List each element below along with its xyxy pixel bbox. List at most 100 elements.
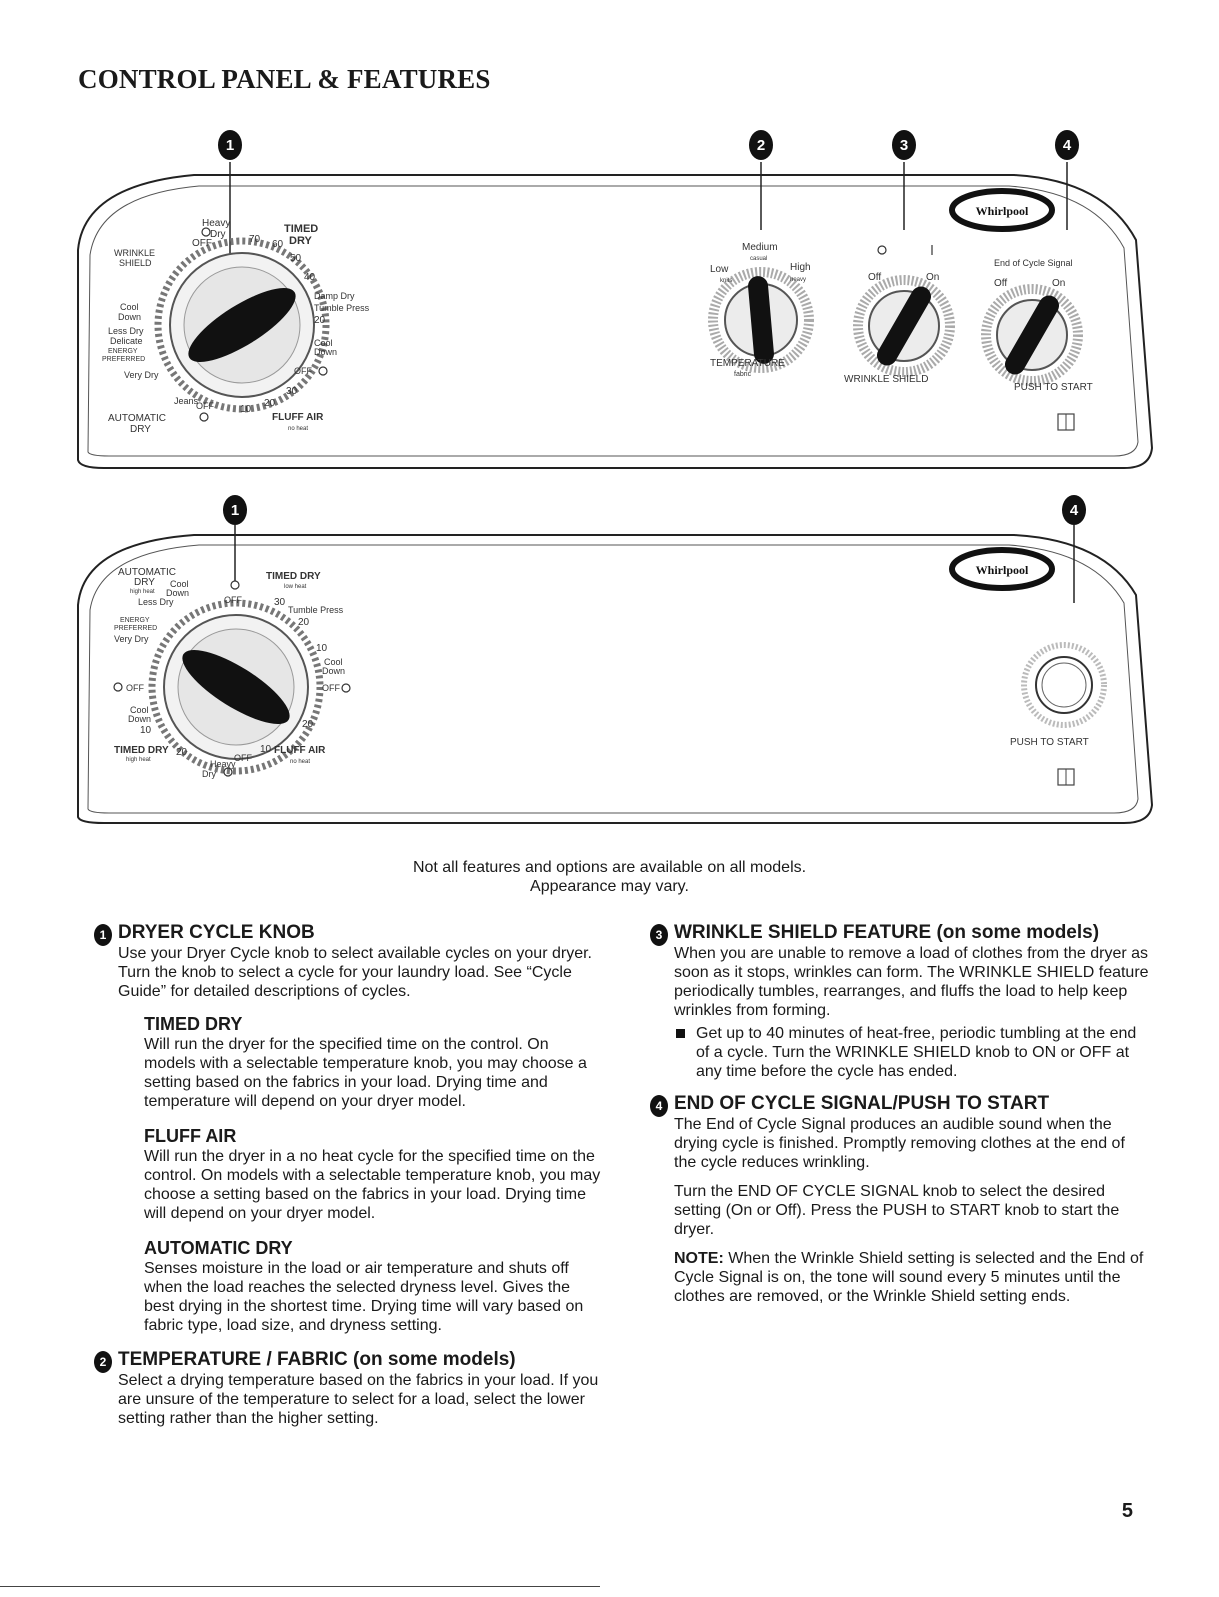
label-damp-dry: Damp Dry [314,291,355,301]
label-cool-left: Cool [130,705,149,715]
subsection-body: Senses moisture in the load or air tempe… [144,1260,584,1334]
label-very-dry: Very Dry [114,634,149,644]
control-panel-drawing-top: Heavy Dry OFF 70 TIMED DRY 60 50 40 Damp… [77,162,1154,469]
label-preferred: PREFERRED [114,625,157,632]
label-heavy: Heavy [210,759,236,769]
label-delicate: Delicate [110,336,143,346]
label-tumble-press: Tumble Press [288,605,344,615]
label-cool-left: Cool [120,302,139,312]
section-body: Use your Dryer Cycle knob to select avai… [118,945,592,1000]
subsection-body: Will run the dryer for the specified tim… [144,1036,587,1110]
availability-note: Not all features and options are availab… [0,858,1219,896]
page-title: CONTROL PANEL & FEATURES [78,64,491,94]
availability-note-line1: Not all features and options are availab… [412,859,807,876]
label-off-top: OFF [224,595,242,605]
label-low-heat: low heat [284,584,307,590]
section-heading: TEMPERATURE / FABRIC (on some models) [118,1349,516,1370]
availability-note-line2: Appearance may vary. [530,878,689,895]
section-number-1: 1 [94,924,112,946]
label-heavy-dry: Dry [210,229,226,240]
label-heavy-dry: Dry [202,769,216,779]
wrinkle-shield-label: WRINKLE SHIELD [844,374,928,385]
callout-2-top: 2 [749,130,773,160]
note-body: When the Wrinkle Shield setting is selec… [674,1250,1144,1305]
label-casual: casual [750,256,767,262]
subsection-automatic-dry: AUTOMATIC DRY Senses moisture in the loa… [118,1237,604,1335]
label-20-top: 20 [298,617,310,628]
push-to-start-label: PUSH TO START [1010,737,1089,748]
label-ws-off: Off [868,272,881,283]
label-off-bottom: OFF [196,401,214,411]
label-timed-dry: TIMED DRY [266,571,321,582]
label-very-dry: Very Dry [124,370,159,380]
label-down-right: Down [314,347,337,357]
section-body-2: Turn the END OF CYCLE SIGNAL knob to sel… [674,1183,1120,1238]
subsection-body: Will run the dryer in a no heat cycle fo… [144,1148,601,1222]
label-20-bottom: 20 [176,747,188,758]
bullet-item: Get up to 40 minutes of heat-free, perio… [674,1024,1150,1081]
callout-1-bottom: 1 [223,495,247,525]
footer-rule [0,1586,600,1587]
control-panel-drawing-bottom: AUTOMATIC DRY high heat Cool Down OFF TI… [77,525,1154,824]
section-end-of-cycle: 4 END OF CYCLE SIGNAL/PUSH TO START The … [650,1093,1150,1306]
section-note: NOTE: When the Wrinkle Shield setting is… [674,1249,1150,1306]
label-medium: Medium [742,242,778,253]
section-number-4: 4 [650,1095,668,1117]
label-automatic-dry: DRY [134,577,155,588]
label-70: 70 [249,234,261,245]
label-30: 30 [286,386,298,397]
section-body-1: The End of Cycle Signal produces an audi… [674,1116,1125,1171]
label-fluff-air: FLUFF AIR [274,745,326,756]
label-knits: knits [720,278,732,284]
label-no-heat: no heat [290,759,310,765]
callout-3-top: 3 [892,130,916,160]
label-10-bottom: 10 [260,744,272,755]
bullet-text: Get up to 40 minutes of heat-free, perio… [696,1025,1137,1080]
label-off-right: OFF [322,683,340,693]
callout-4-bottom: 4 [1062,495,1086,525]
section-heading: DRYER CYCLE KNOB [118,922,315,943]
label-10-left: 10 [140,725,152,736]
label-20-right: 20 [302,719,314,730]
label-heavy: Heavy [202,218,230,229]
control-panel-illustration-bottom: AUTOMATIC DRY high heat Cool Down OFF TI… [74,495,1156,825]
label-preferred: PREFERRED [102,356,145,363]
section-heading: END OF CYCLE SIGNAL/PUSH TO START [674,1093,1050,1114]
section-body: Select a drying temperature based on the… [118,1372,599,1427]
square-bullet-icon [676,1029,685,1038]
callout-4-top: 4 [1055,130,1079,160]
label-cool-top: Cool [170,579,189,589]
label-automatic: AUTOMATIC [108,413,166,424]
label-down-top: Down [166,588,189,598]
label-automatic: AUTOMATIC [118,567,176,578]
callout-1-top: 1 [218,130,242,160]
label-wrinkle: WRINKLE [114,248,155,258]
section-number-3: 3 [650,924,668,946]
section-dryer-cycle-knob: 1 DRYER CYCLE KNOB Use your Dryer Cycle … [94,922,604,1335]
label-timed: TIMED [284,223,318,235]
section-temperature: 2 TEMPERATURE / FABRIC (on some models) … [94,1349,604,1428]
subsection-heading: AUTOMATIC DRY [144,1238,293,1258]
brand-logo-text: Whirlpool [976,204,1029,218]
label-fluff-air: FLUFF AIR [272,412,324,423]
label-high-heat-top: high heat [130,589,155,595]
subsection-heading: TIMED DRY [144,1014,243,1034]
label-heavy-fabric: heavy [790,277,806,283]
brand-badge [949,547,1055,591]
label-40: 40 [304,272,316,283]
label-eoc-off: Off [994,278,1007,289]
label-automatic-dry: DRY [130,424,151,435]
label-timed-dry-bottom: TIMED DRY [114,745,169,756]
label-energy: ENERGY [120,617,150,624]
section-heading: WRINKLE SHIELD FEATURE (on some models) [674,922,1100,943]
label-energy: ENERGY [108,348,138,355]
label-fabric: fabric [734,371,752,378]
label-60: 60 [272,239,284,250]
section-number-2: 2 [94,1351,112,1373]
label-off-bottom: OFF [234,753,252,763]
label-10: 10 [240,404,252,415]
label-cool-right: Cool [324,657,343,667]
note-label: NOTE: [674,1250,724,1267]
control-panel-illustration-top: Heavy Dry OFF 70 TIMED DRY 60 50 40 Damp… [74,130,1156,470]
label-less-dry: Less Dry [138,597,174,607]
